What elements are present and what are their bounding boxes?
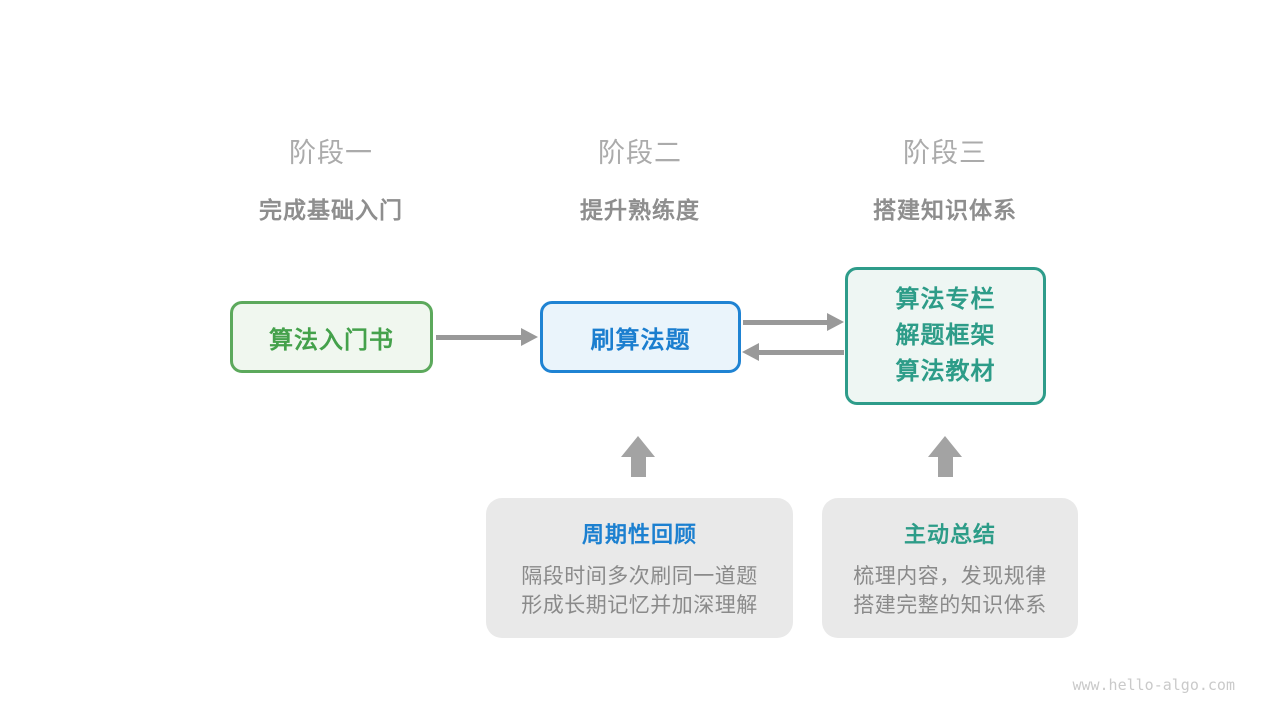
note-periodic-review-body: 隔段时间多次刷同一道题 形成长期记忆并加深理解 — [486, 562, 793, 620]
watermark: www.hello-algo.com — [1072, 676, 1235, 694]
knowledge-line-1: 算法专栏 — [895, 286, 996, 313]
intro-book-label: 算法入门书 — [269, 326, 394, 354]
note-line: 形成长期记忆并加深理解 — [521, 594, 758, 617]
up-arrow-summary — [938, 456, 953, 477]
arrow-right-icon — [521, 328, 538, 346]
note-line: 搭建完整的知识体系 — [853, 594, 1047, 617]
knowledge-line-3: 算法教材 — [895, 358, 996, 385]
note-line: 梳理内容，发现规律 — [853, 565, 1047, 588]
knowledge-node: 算法专栏 解题框架 算法教材 — [845, 267, 1046, 405]
arrow-intro-to-practice — [436, 335, 521, 340]
stage-2-label: 阶段二 — [598, 138, 682, 168]
note-periodic-review-title: 周期性回顾 — [581, 522, 697, 547]
note-line: 隔段时间多次刷同一道题 — [521, 565, 758, 588]
note-periodic-review: 周期性回顾 隔段时间多次刷同一道题 形成长期记忆并加深理解 — [486, 498, 793, 638]
up-arrow-review — [631, 456, 646, 477]
note-active-summary-body: 梳理内容，发现规律 搭建完整的知识体系 — [822, 562, 1078, 620]
note-active-summary: 主动总结 梳理内容，发现规律 搭建完整的知识体系 — [822, 498, 1078, 638]
up-arrow-icon — [928, 436, 962, 457]
stage-2-header: 阶段二 提升熟练度 — [480, 131, 800, 225]
arrow-knowledge-to-practice — [759, 350, 844, 355]
note-active-summary-title: 主动总结 — [903, 522, 996, 547]
stage-3-label: 阶段三 — [903, 138, 987, 168]
arrow-practice-to-knowledge — [743, 320, 827, 325]
stage-1-subtitle: 完成基础入门 — [259, 197, 403, 223]
stage-3-subtitle: 搭建知识体系 — [873, 197, 1017, 223]
stage-1-header: 阶段一 完成基础入门 — [171, 131, 491, 225]
stage-1-label: 阶段一 — [289, 138, 373, 168]
practice-node: 刷算法题 — [540, 301, 741, 373]
intro-book-node: 算法入门书 — [230, 301, 433, 373]
stage-3-header: 阶段三 搭建知识体系 — [785, 131, 1105, 225]
arrow-right-icon — [827, 313, 844, 331]
knowledge-line-2: 解题框架 — [895, 322, 996, 349]
up-arrow-icon — [621, 436, 655, 457]
stage-2-subtitle: 提升熟练度 — [580, 197, 700, 223]
arrow-left-icon — [742, 343, 759, 361]
practice-label: 刷算法题 — [590, 326, 691, 354]
